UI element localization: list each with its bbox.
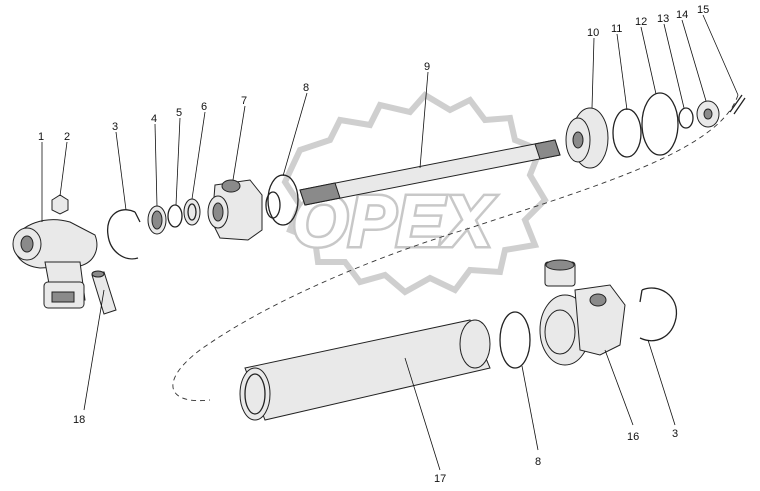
o-ring-lower — [499, 311, 531, 369]
callout-8: 8 — [303, 82, 309, 94]
callout-2: 2 — [64, 131, 70, 143]
o-ring-upper-inner — [265, 191, 281, 219]
nut — [51, 194, 69, 215]
callout-4: 4 — [151, 113, 157, 125]
ring-11 — [612, 108, 642, 158]
assembly-path — [172, 94, 739, 402]
cotter-pin — [729, 94, 746, 115]
callout-14: 14 — [676, 9, 688, 21]
piston — [565, 107, 609, 169]
snap-ring-right — [639, 287, 678, 342]
washer — [678, 107, 694, 129]
callout-18: 18 — [73, 414, 85, 426]
callout-9: 9 — [424, 61, 430, 73]
bolt — [91, 270, 117, 315]
callout-13: 13 — [657, 13, 669, 25]
cylinder-tube — [239, 319, 491, 421]
gland — [207, 179, 263, 241]
piston-rod — [299, 139, 561, 206]
callout-6: 6 — [201, 101, 207, 113]
callout-11: 11 — [611, 23, 622, 35]
callout-10: 10 — [587, 27, 599, 39]
callout-7: 7 — [241, 95, 247, 107]
rod-end-housing — [12, 219, 98, 309]
castle-nut — [696, 100, 720, 128]
ring-12 — [641, 92, 679, 156]
cylinder-base — [539, 259, 626, 366]
callout-17: 17 — [434, 473, 446, 485]
callout-8b: 8 — [535, 456, 541, 468]
callout-3: 3 — [112, 121, 118, 133]
callout-5: 5 — [176, 107, 182, 119]
callout-15: 15 — [697, 4, 709, 16]
callout-16: 16 — [627, 431, 639, 443]
seal-rings — [147, 198, 201, 235]
callout-1: 1 — [38, 131, 44, 143]
snap-ring-left — [107, 209, 141, 260]
callout-12: 12 — [635, 16, 647, 28]
callouts: 1 2 3 4 5 6 7 8 9 10 11 12 13 14 15 16 3… — [38, 4, 709, 485]
callout-3b: 3 — [672, 428, 678, 440]
leader-lines — [41, 14, 739, 471]
